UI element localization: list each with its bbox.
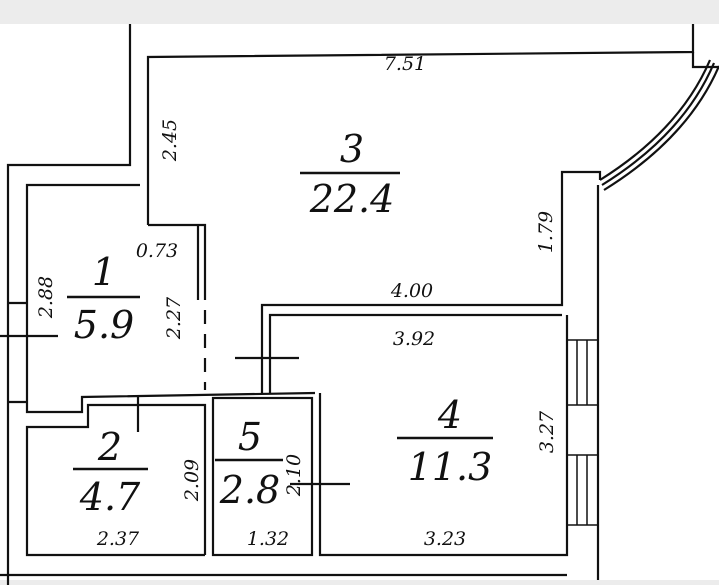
svg-text:4.00: 4.00 bbox=[390, 280, 433, 302]
svg-text:2.45: 2.45 bbox=[159, 119, 181, 162]
svg-text:22.4: 22.4 bbox=[309, 177, 395, 221]
svg-text:1: 1 bbox=[92, 250, 116, 294]
walls bbox=[0, 24, 719, 585]
svg-text:5: 5 bbox=[238, 415, 262, 459]
svg-text:4.7: 4.7 bbox=[79, 475, 141, 519]
room-3-label: 3 22.4 bbox=[300, 127, 400, 221]
svg-text:5.9: 5.9 bbox=[74, 303, 134, 347]
svg-text:2.88: 2.88 bbox=[35, 276, 57, 319]
svg-text:2.27: 2.27 bbox=[163, 296, 185, 340]
svg-text:2: 2 bbox=[97, 425, 122, 469]
svg-text:3: 3 bbox=[340, 127, 364, 171]
svg-text:3.23: 3.23 bbox=[424, 528, 466, 550]
svg-text:11.3: 11.3 bbox=[408, 445, 493, 489]
svg-text:2.8: 2.8 bbox=[219, 468, 280, 512]
svg-text:2.09: 2.09 bbox=[181, 459, 203, 502]
svg-text:3.27: 3.27 bbox=[536, 410, 558, 453]
svg-text:3.92: 3.92 bbox=[393, 328, 435, 350]
room-2-label: 2 4.7 bbox=[73, 425, 148, 519]
room-1-label: 1 5.9 bbox=[67, 250, 140, 347]
dimension-labels: 7.51 2.45 1.79 0.73 2.88 2.27 4.00 3.92 … bbox=[35, 53, 558, 550]
bottom-band bbox=[0, 580, 719, 585]
top-band bbox=[0, 0, 719, 24]
svg-text:1.32: 1.32 bbox=[247, 528, 289, 550]
room-5-label: 5 2.8 bbox=[215, 415, 283, 512]
svg-text:0.73: 0.73 bbox=[136, 240, 178, 262]
svg-text:2.37: 2.37 bbox=[96, 528, 140, 550]
svg-text:1.79: 1.79 bbox=[535, 211, 557, 253]
svg-text:4: 4 bbox=[437, 393, 462, 437]
svg-text:7.51: 7.51 bbox=[384, 53, 426, 75]
room-4-label: 4 11.3 bbox=[397, 393, 493, 489]
svg-text:2.10: 2.10 bbox=[283, 454, 305, 497]
